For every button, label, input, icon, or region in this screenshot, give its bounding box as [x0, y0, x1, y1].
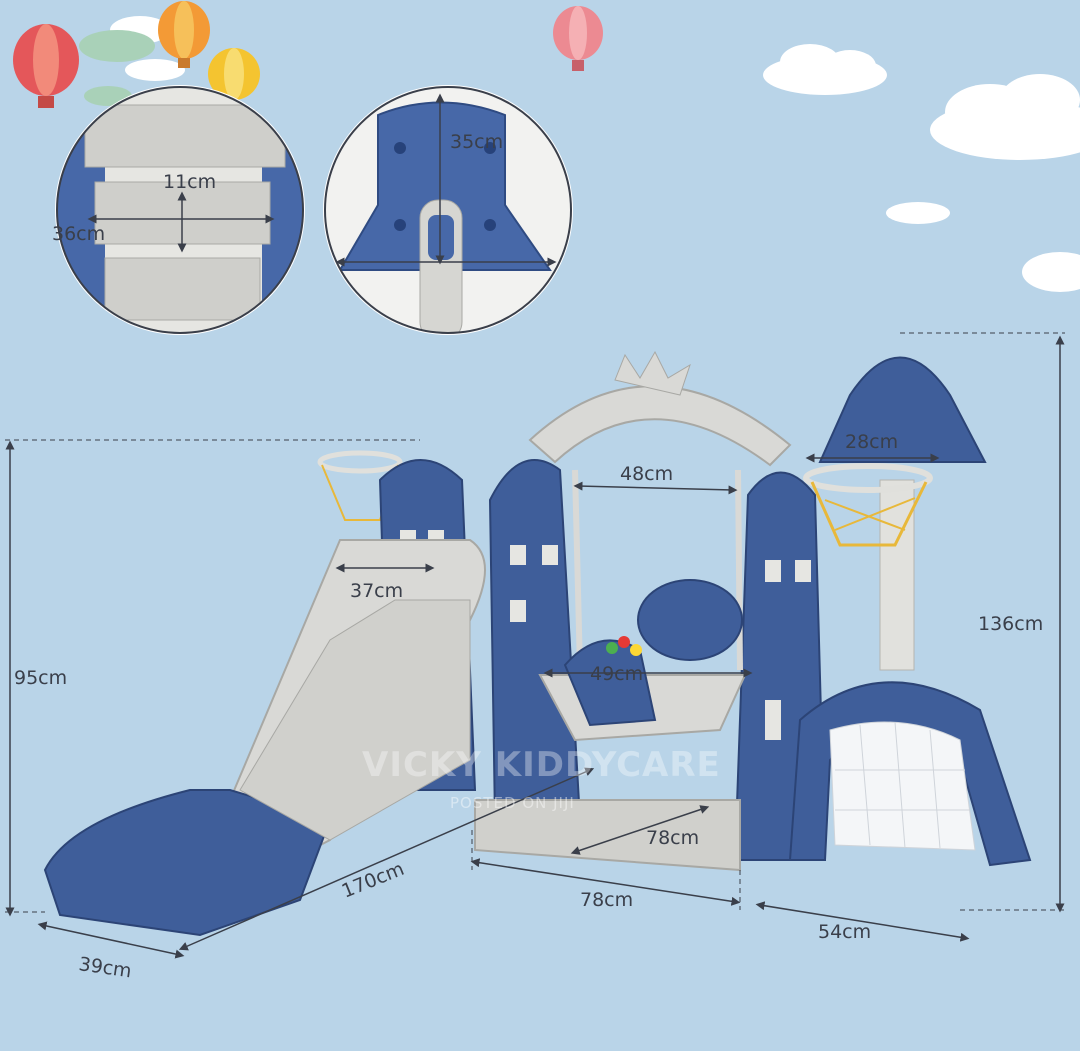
hot-air-balloon-icon: [553, 6, 603, 71]
rocket-backboard: [818, 356, 987, 463]
step-width-label: 36cm: [52, 223, 105, 245]
slide-tower-height-label: 95cm: [14, 667, 67, 689]
swing-top-width-label: 48cm: [620, 463, 673, 485]
hoop-width-label: 28cm: [845, 431, 898, 453]
watermark-posted: POSTED ON JIJI: [450, 794, 575, 812]
seat-width-label: 49cm: [590, 663, 643, 685]
hot-air-balloon-icon: [158, 1, 210, 68]
goal-depth-label: 54cm: [818, 921, 871, 943]
total-height-label: 136cm: [978, 613, 1043, 635]
backboard-height-label: 35cm: [450, 131, 503, 153]
swing-base-length-label: 78cm: [580, 889, 633, 911]
swing-arch: [528, 385, 792, 467]
slide-width-label: 37cm: [350, 580, 403, 602]
hot-air-balloon-icon: [13, 24, 79, 108]
dimension-lines: [5, 335, 1065, 959]
steps-detail-inset: [55, 85, 305, 335]
hot-air-balloon-icon: [208, 48, 260, 100]
backboard-detail-inset: [323, 85, 573, 335]
extension-lines: [5, 332, 1065, 913]
watermark-brand: VICKY KIDDYCARE: [362, 745, 721, 785]
swing-base-depth-label: 78cm: [646, 827, 699, 849]
step-height-label: 11cm: [163, 171, 216, 193]
